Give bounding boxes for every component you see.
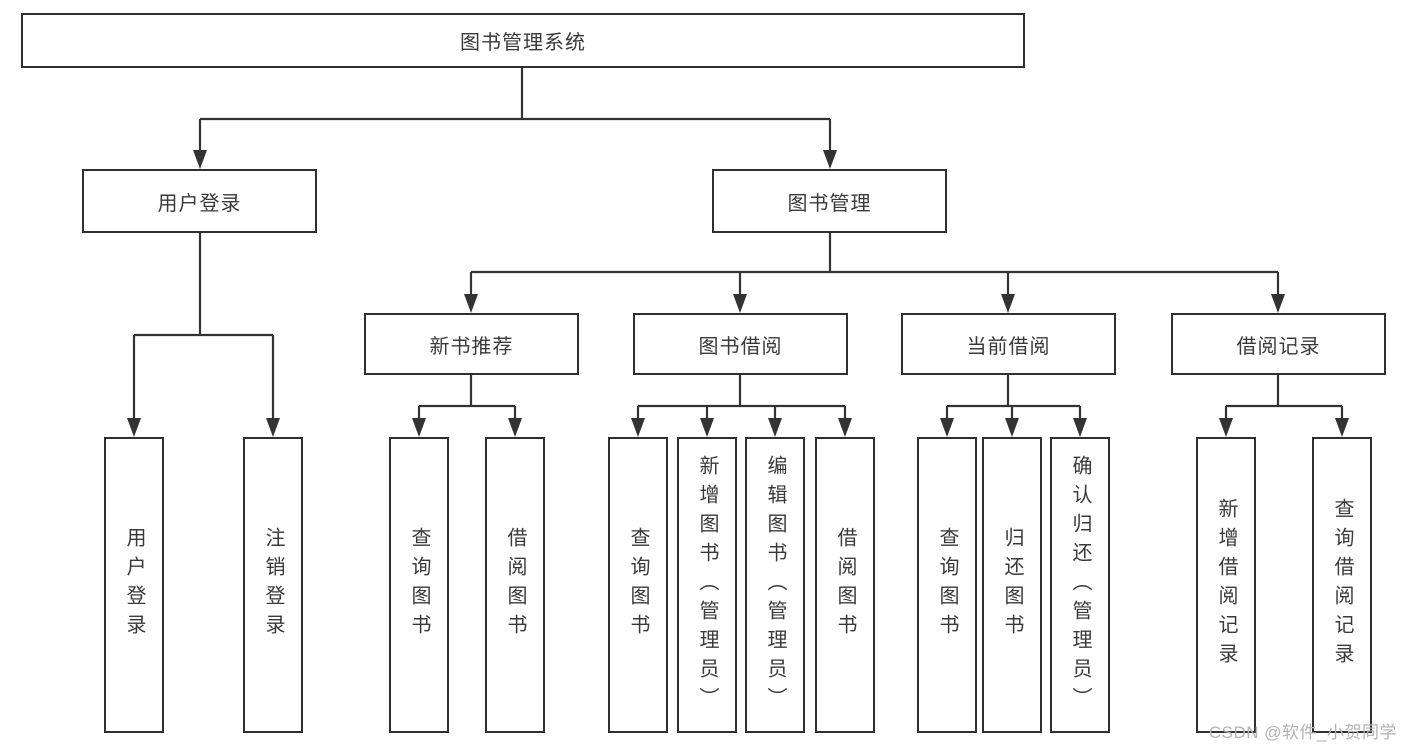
arrowhead (1271, 294, 1285, 313)
leaf-current-confirm-return-admin: 确认归还（管理员） (1050, 437, 1110, 733)
node-label: 查询图书 (936, 527, 958, 643)
node-label: 确认归还（管理员） (1069, 454, 1091, 716)
leaf-user-login: 用户登录 (104, 437, 164, 733)
leaf-recommend-borrow-books: 借阅图书 (485, 437, 545, 733)
arrowhead (733, 294, 747, 313)
arrowhead (1001, 294, 1015, 313)
node-label: 图书管理 (787, 192, 872, 215)
leaf-borrow-edit-books-admin: 编辑图书（管理员） (745, 437, 805, 733)
node-label: 借阅记录 (1236, 335, 1321, 358)
node-borrowing-records: 借阅记录 (1171, 313, 1386, 375)
arrowhead (412, 418, 426, 437)
node-label: 新增图书（管理员） (696, 454, 718, 716)
node-label: 当前借阅 (966, 335, 1051, 358)
node-library-management-system: 图书管理系统 (21, 13, 1025, 68)
node-book-management: 图书管理 (712, 169, 947, 233)
arrowhead (1335, 418, 1349, 437)
node-label: 新书推荐 (429, 335, 514, 358)
arrowhead (940, 418, 954, 437)
arrowhead (1073, 418, 1087, 437)
leaf-recommend-query-books: 查询图书 (389, 437, 449, 733)
node-label: 借阅图书 (834, 527, 856, 643)
node-label: 新增借阅记录 (1215, 498, 1237, 672)
node-label: 查询图书 (627, 527, 649, 643)
arrowhead (266, 418, 280, 437)
leaf-current-return-books: 归还图书 (982, 437, 1042, 733)
arrowhead (631, 418, 645, 437)
csdn-watermark: CSDN @软件_小贺同学 (1208, 723, 1397, 742)
leaf-records-add-borrow-record: 新增借阅记录 (1196, 437, 1256, 733)
leaf-current-query-books: 查询图书 (917, 437, 977, 733)
node-label: 用户登录 (123, 527, 145, 643)
arrowhead (127, 418, 141, 437)
leaf-borrow-borrow-books: 借阅图书 (815, 437, 875, 733)
leaf-borrow-add-books-admin: 新增图书（管理员） (677, 437, 737, 733)
node-label: 查询图书 (408, 527, 430, 643)
node-label: 编辑图书（管理员） (764, 454, 786, 716)
arrowhead (823, 150, 837, 169)
node-label: 注销登录 (262, 527, 284, 643)
leaf-logout: 注销登录 (243, 437, 303, 733)
arrowhead (193, 150, 207, 169)
arrowhead (768, 418, 782, 437)
arrowhead (1219, 418, 1233, 437)
node-label: 查询借阅记录 (1331, 498, 1353, 672)
node-label: 借阅图书 (504, 527, 526, 643)
leaf-borrow-query-books: 查询图书 (608, 437, 668, 733)
node-label: 归还图书 (1001, 527, 1023, 643)
node-user-login: 用户登录 (82, 169, 317, 233)
node-label: 图书管理系统 (460, 32, 586, 54)
arrowhead (700, 418, 714, 437)
arrowhead (508, 418, 522, 437)
arrowhead (464, 294, 478, 313)
node-current-borrowing: 当前借阅 (901, 313, 1116, 375)
node-label: 用户登录 (157, 192, 242, 215)
node-book-borrowing: 图书借阅 (633, 313, 848, 375)
node-label: 图书借阅 (698, 335, 783, 358)
arrowhead (838, 418, 852, 437)
leaf-records-query-borrow-record: 查询借阅记录 (1312, 437, 1372, 733)
node-new-book-recommendation: 新书推荐 (364, 313, 579, 375)
arrowhead (1005, 418, 1019, 437)
